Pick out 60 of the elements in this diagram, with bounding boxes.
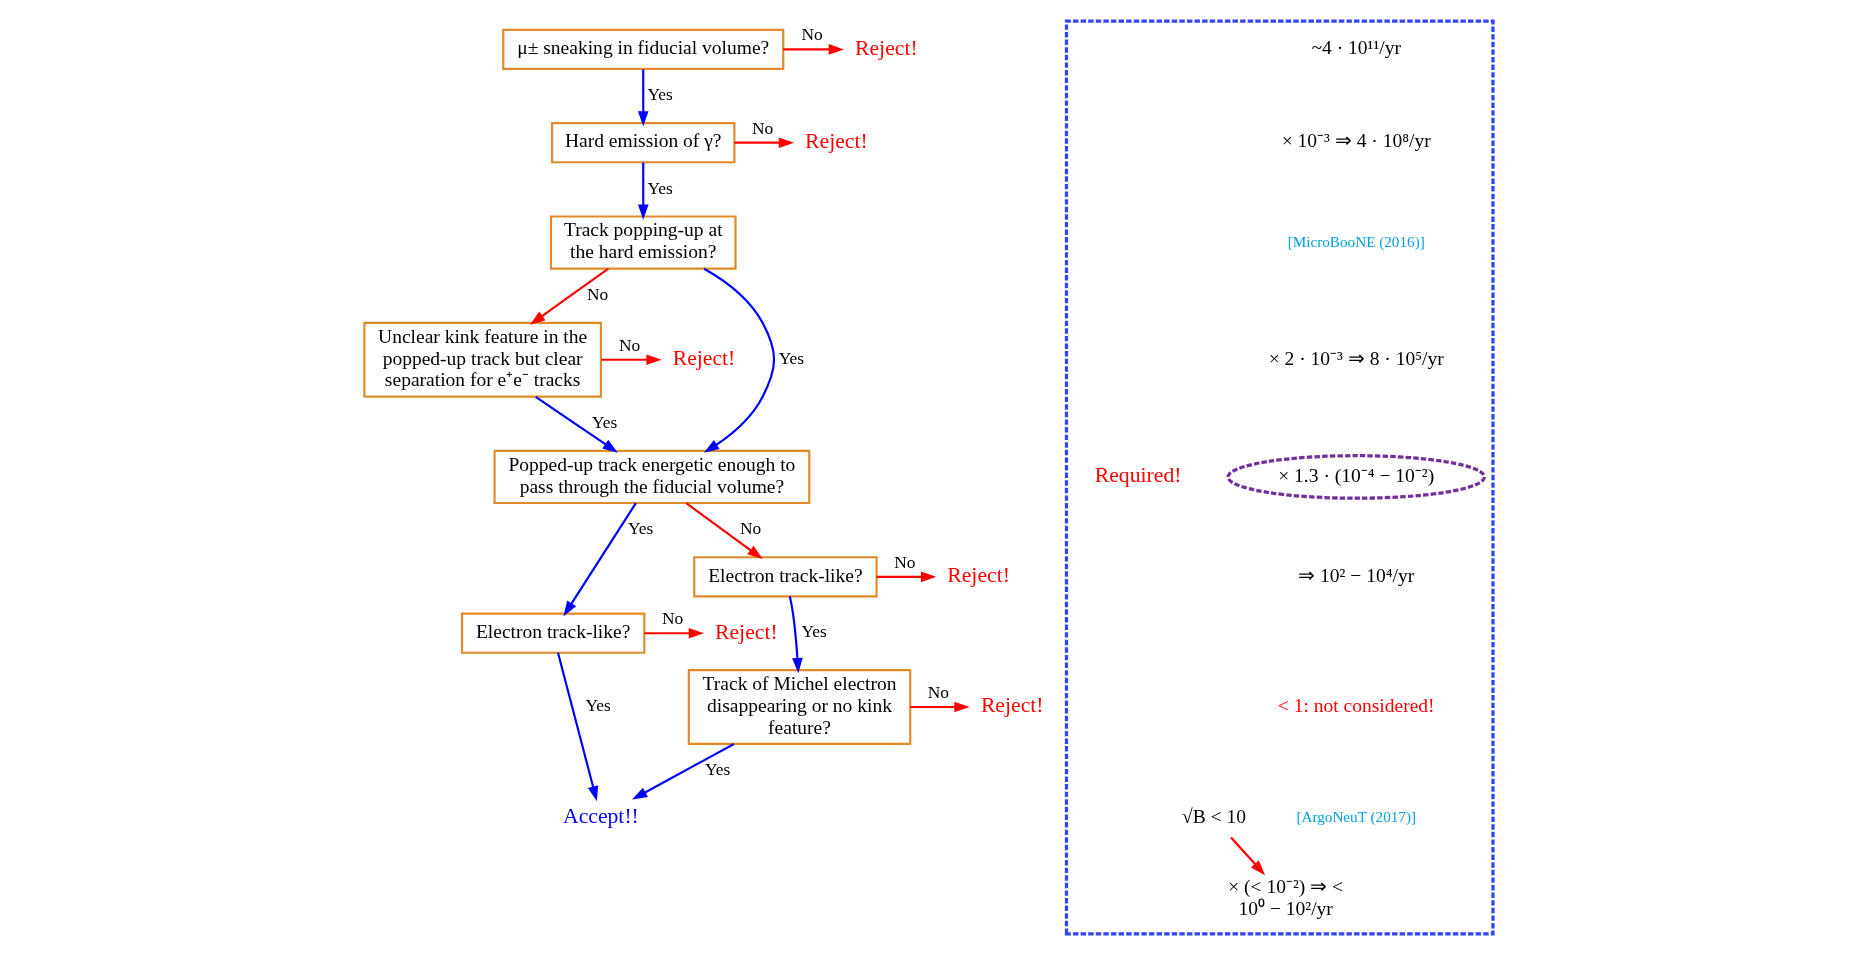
edge-label: No bbox=[894, 552, 916, 572]
edge-label: Yes bbox=[801, 622, 827, 642]
arrow bbox=[637, 162, 649, 220]
edge-label: Yes bbox=[627, 519, 654, 539]
node-text: Reject! bbox=[672, 346, 736, 371]
edge-label: No bbox=[619, 335, 641, 355]
arrow bbox=[535, 396, 618, 453]
node-box: Unclear kink feature in the popped-up track but clear separation for e⁺e⁻ tracks bbox=[363, 321, 602, 398]
edge-label: Yes bbox=[592, 412, 618, 432]
label: ~4 · 10¹¹/yr bbox=[1311, 37, 1401, 59]
arrow bbox=[632, 743, 735, 800]
arrow bbox=[788, 596, 803, 674]
edge-label: No bbox=[587, 284, 609, 304]
edge-label: No bbox=[740, 519, 762, 539]
arrow bbox=[637, 69, 649, 127]
node-box: μ± sneaking in fiducial volume? bbox=[502, 28, 785, 70]
edge-label: Yes bbox=[647, 178, 673, 198]
node-text: × (< 10⁻²) ⇒ < 10⁰ − 10²/yr bbox=[1228, 876, 1344, 919]
node-text: √B < 10 bbox=[1182, 805, 1247, 827]
node-text: Reject! bbox=[715, 619, 778, 644]
arrow bbox=[783, 44, 844, 55]
arrow bbox=[601, 354, 662, 366]
label: [ArgoNeuT (2017)] bbox=[1296, 807, 1417, 825]
cluster bbox=[1064, 19, 1495, 936]
node-text: Reject! bbox=[855, 35, 918, 60]
node-box: Electron track-like? bbox=[460, 612, 646, 654]
edge-label: No bbox=[927, 683, 950, 703]
arrow bbox=[644, 627, 704, 639]
node-box: Track of Michel electron disappearing or no kink feature? bbox=[687, 669, 912, 745]
arrow bbox=[529, 267, 610, 325]
node-box: Track popping-up at the hard emission? bbox=[549, 215, 737, 270]
arrow bbox=[910, 701, 970, 713]
label: ⇒ 10² − 10⁴/yr bbox=[1298, 564, 1415, 586]
node-box: Electron track-like? bbox=[693, 556, 878, 598]
edge-label: Yes bbox=[704, 760, 731, 780]
arrow bbox=[734, 137, 795, 149]
label: × 10⁻³ ⇒ 4 · 10⁸/yr bbox=[1281, 130, 1431, 152]
edge-label: Yes bbox=[778, 348, 805, 368]
arrow bbox=[556, 652, 599, 802]
edge-label: No bbox=[801, 25, 823, 45]
label: < 1: not considered! bbox=[1277, 694, 1435, 716]
node-box: Hard emission of γ? bbox=[551, 122, 736, 164]
node-box: Popped-up track energetic enough to pass through the fiducial volume? bbox=[493, 449, 811, 505]
arrow bbox=[563, 502, 637, 617]
node-text: Reject! bbox=[947, 563, 1010, 588]
node-text: Reject! bbox=[980, 693, 1044, 718]
arrow bbox=[876, 571, 937, 583]
edge-label: No bbox=[752, 118, 774, 138]
edge-label: No bbox=[661, 609, 684, 629]
node-ellipse: × 1.3 · (10⁻⁴ − 10⁻²) bbox=[1226, 454, 1487, 500]
node-text: Reject! bbox=[805, 129, 868, 154]
node-text: Accept!! bbox=[562, 804, 639, 829]
edge-label: Yes bbox=[585, 696, 611, 716]
node-label: Required! bbox=[1094, 463, 1182, 488]
edge-label: Yes bbox=[647, 85, 673, 105]
arrow bbox=[1230, 836, 1266, 876]
arrow bbox=[703, 267, 776, 453]
label: [MicroBooNE (2016)] bbox=[1287, 232, 1425, 250]
label: × 2 · 10⁻³ ⇒ 8 · 10⁵/yr bbox=[1268, 347, 1444, 369]
arrow bbox=[685, 502, 763, 560]
